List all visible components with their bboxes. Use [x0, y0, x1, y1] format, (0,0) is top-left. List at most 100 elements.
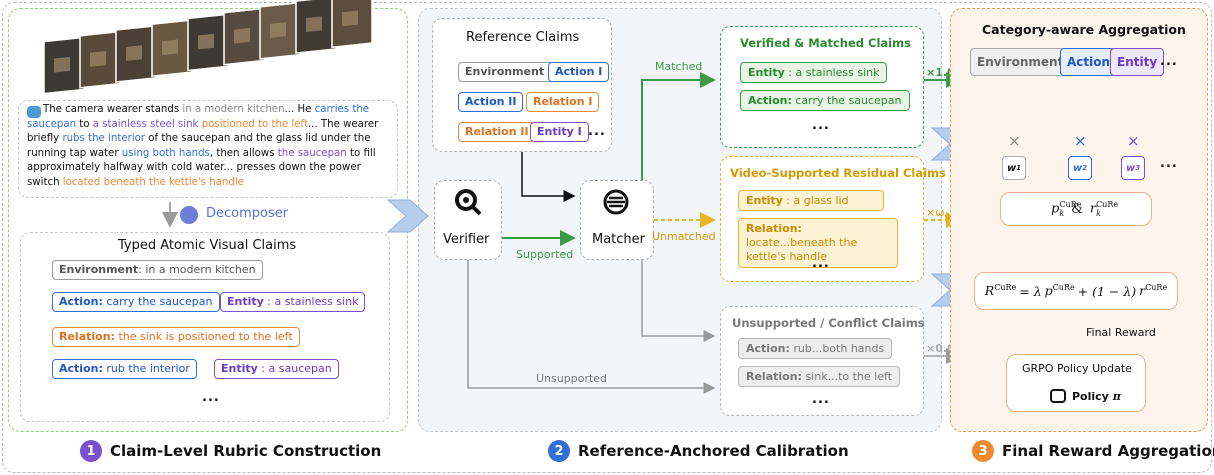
weight-residual-text: ×ω	[926, 206, 945, 219]
claim-text: rub the interior	[102, 362, 190, 375]
pr-p: pCuRek	[1051, 200, 1082, 218]
robot-policy-icon	[1050, 389, 1066, 403]
ref-environment-1: Environment I	[458, 62, 560, 82]
video-description: The camera wearer stands in a modern kit…	[27, 103, 389, 191]
step-number: 1	[80, 440, 102, 462]
video-frame-highlight	[54, 56, 70, 73]
more-weights: ...	[1160, 156, 1178, 171]
claim-text: rub...both hands	[789, 342, 885, 355]
description-segment: using both hands	[121, 147, 210, 159]
claim-text: sink...to the left	[801, 370, 892, 383]
verifier-box	[434, 180, 502, 260]
verified-entity: Entity : a stainless sink	[740, 62, 888, 83]
weight-letter: w	[1125, 162, 1136, 174]
description-segment: of the saucepan and the glass lid under …	[27, 133, 371, 159]
matcher-to-conflict-arrow	[641, 260, 716, 342]
description-segment: rubs the interior	[62, 133, 146, 145]
reward-formula-box: RCuRe = λ pCuRe + (1 − λ) rCuRe	[974, 272, 1178, 310]
video-frame-highlight	[126, 45, 142, 61]
unmatched-label: Unmatched	[652, 230, 716, 243]
policy-text: Policy	[1072, 390, 1109, 403]
caption-text: Final Reward Aggregation	[1002, 442, 1214, 460]
unsupported-action: Action: rub...both hands	[738, 338, 893, 359]
claim-relation: Relation: the sink is positioned to the …	[52, 327, 300, 347]
video-frame-strip	[43, 0, 373, 95]
reward-eq: = λ	[1019, 283, 1042, 299]
reward-r: rCuRe	[1139, 283, 1168, 299]
claim-text: the sink is positioned to the left	[114, 330, 293, 343]
weight-residual-sub: u	[944, 212, 950, 222]
pr-formula-box: pCuRek & rCuRek	[1000, 192, 1152, 226]
weight-residual: ×ωu	[926, 206, 950, 221]
video-frame-highlight	[198, 33, 214, 50]
claim-type: Relation:	[746, 222, 802, 235]
reference-claims-title: Reference Claims	[466, 30, 580, 45]
matcher-box	[580, 180, 654, 260]
matched-arrow	[641, 72, 716, 180]
description-segment: The camera wearer stands	[43, 104, 183, 115]
unsupported-arrow	[467, 260, 716, 394]
description-box: The camera wearer stands in a modern kit…	[18, 100, 398, 198]
cat-environment: Environment	[970, 48, 1071, 76]
claim-type: Relation:	[59, 330, 115, 343]
weight-matched: ×1.0	[926, 66, 955, 79]
more-categories: ...	[1160, 54, 1178, 69]
matcher-label: Matcher	[592, 232, 646, 247]
reward-p: pCuRe	[1044, 283, 1075, 299]
verified-action: Action: carry the saucepan	[740, 90, 910, 111]
claim-action-2: Action: rub the interior	[52, 359, 197, 379]
more-residual: ...	[812, 256, 830, 271]
caption-panel-3: 3 Final Reward Aggregation	[972, 440, 1214, 462]
claim-type: Entity	[748, 66, 785, 79]
weight-sub: 2	[1082, 164, 1088, 172]
residual-claims-title: Video-Supported Residual Claims	[730, 166, 946, 180]
more-unsupported: ...	[812, 392, 830, 407]
video-frames	[40, 0, 380, 95]
grpo-label: GRPO Policy Update	[1022, 362, 1132, 375]
claim-type: Entity	[227, 295, 264, 308]
unsupported-claims-box	[720, 306, 924, 416]
claim-type: Environment	[59, 263, 139, 276]
claim-text: carry the saucepan	[791, 94, 902, 107]
weight-unsupported: ×0.0	[926, 342, 955, 355]
claim-entity-1: Entity : a stainless sink	[220, 292, 366, 312]
pr-amp: &	[1071, 201, 1083, 217]
description-segment: to	[76, 118, 93, 130]
weight-letter: w	[1072, 162, 1083, 174]
weight-letter: w	[1006, 162, 1017, 174]
description-segment: in a modern kitchen	[182, 104, 285, 115]
matched-label: Matched	[655, 60, 703, 73]
description-segment: ... He	[284, 104, 315, 115]
cat-entity: Entity	[1110, 48, 1165, 76]
more-claims: ...	[202, 390, 220, 405]
cat-action: Action	[1060, 48, 1118, 76]
ref-entity-1: Entity I	[530, 122, 589, 142]
claim-type: Relation:	[746, 370, 802, 383]
unsupported-claims-title: Unsupported / Conflict Claims	[732, 316, 925, 330]
caption-text: Claim-Level Rubric Construction	[110, 442, 382, 460]
description-segment: ... The wearer briefly	[27, 118, 379, 145]
ref-action-2: Action II	[458, 92, 524, 112]
matcher-icon	[602, 188, 630, 216]
description-segment: positioned to the left	[201, 118, 308, 130]
weight-sub: 1	[1016, 164, 1022, 172]
unsupported-label: Unsupported	[536, 372, 608, 385]
ref-relation-1: Relation I	[526, 92, 600, 112]
claim-type: Entity	[746, 194, 783, 207]
claim-action-1: Action: carry the saucepan	[52, 292, 220, 312]
description-segment: located beneath the kettle's handle	[62, 176, 244, 188]
verifier-label: Verifier	[443, 232, 490, 247]
claim-text: : a stainless sink	[784, 66, 880, 79]
weight-sub: 3	[1135, 164, 1141, 172]
more-verified: ...	[812, 118, 830, 133]
claim-type: Action:	[748, 94, 792, 107]
description-segment: the saucepan	[277, 147, 347, 159]
description-segment: a stainless steel sink	[92, 118, 199, 130]
claim-type: Action:	[746, 342, 790, 355]
times-3: ×	[1127, 132, 1140, 150]
chevron-1	[386, 199, 429, 233]
robot-icon	[27, 106, 41, 118]
more-reference-claims: ...	[588, 124, 606, 139]
unsupported-relation: Relation: sink...to the left	[738, 366, 900, 387]
